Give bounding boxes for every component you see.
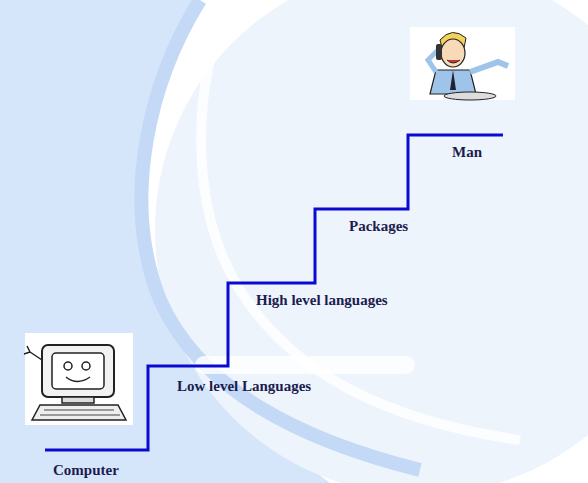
face <box>441 39 465 67</box>
computer-illustration <box>24 333 133 425</box>
phone-receiver <box>436 44 442 60</box>
arm <box>470 62 508 72</box>
swirl-circle <box>155 0 588 483</box>
arm <box>24 346 42 360</box>
phone-base <box>444 92 496 100</box>
stand <box>62 397 94 403</box>
step-label: Packages <box>349 217 408 235</box>
man-illustration <box>410 27 515 100</box>
screen <box>52 353 104 389</box>
smile <box>66 377 90 382</box>
tie <box>450 70 456 90</box>
mouth <box>447 60 460 63</box>
step-label: Computer <box>53 461 119 479</box>
eye <box>82 362 90 370</box>
step-label: High level languages <box>256 291 388 309</box>
keyboard <box>32 405 126 420</box>
monitor <box>42 345 114 397</box>
man-frame <box>410 27 515 100</box>
eye <box>64 362 72 370</box>
shirt <box>430 70 476 94</box>
step-label: Low level Languages <box>177 377 311 395</box>
step-label: Man <box>452 143 482 161</box>
keys <box>40 410 120 415</box>
computer-frame <box>25 333 133 425</box>
